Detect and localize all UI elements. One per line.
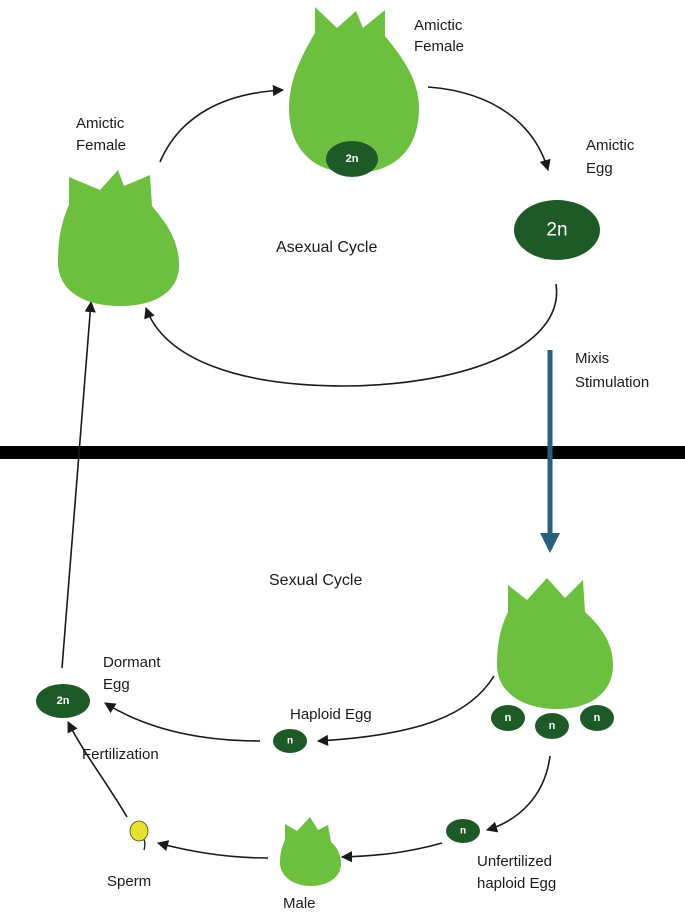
cycle-divider-bar [0,446,685,459]
dormant-egg-text-label: Dormant Egg [103,654,165,693]
haploid-egg-text-label: Haploid Egg [290,706,372,723]
amictic-egg-text-label: Amictic Egg [586,137,639,177]
haploid-egg-label: n [287,736,293,747]
arrow-dormant-egg-to-left-female [61,300,96,669]
mictic-haploid-egg-3 [580,705,614,731]
dormant-egg [36,684,90,718]
haploid-egg [273,729,307,753]
arrow-sperm-to-dormant-egg [67,721,128,818]
arrow-mictic-female-to-haploid-egg [316,675,495,746]
amictic-female-top-egg [326,141,378,177]
male-label: Male [283,895,316,912]
sperm-head [129,820,149,842]
amictic-female-left-label: Amictic Female [76,115,129,154]
asexual-cycle-label: Asexual Cycle [276,239,377,256]
amictic-egg-label: 2n [546,220,567,241]
amictic-female-top-egg-label: 2n [346,153,359,165]
mictic-haploid-egg-2 [535,713,569,739]
amictic-female-top-label: Amictic Female [414,17,467,55]
amictic-egg [514,200,600,260]
arrow-amictic-egg-to-left-female [144,283,558,387]
mictic-haploid-egg-3-label: n [594,712,601,724]
arrow-male-to-sperm [156,840,269,859]
unfertilized-haploid-egg-text-label: Unfertilized haploid Egg [477,853,556,892]
amictic-female-left-icon [58,170,179,306]
dormant-egg-label: 2n [57,695,70,707]
mictic-female-icon [497,578,613,709]
arrow-haploid-egg-to-dormant-egg [104,702,261,742]
mictic-haploid-egg-1 [491,705,525,731]
unfertilized-haploid-egg-label: n [460,826,466,837]
mictic-haploid-egg-1-label: n [505,712,512,724]
male-icon [280,817,341,886]
arrow-top-female-to-amictic-egg [427,86,551,172]
arrow-unfertilized-egg-to-male [340,842,443,863]
unfertilized-haploid-egg [446,819,480,843]
arrow-left-female-to-top-female [159,84,285,163]
fertilization-label: Fertilization [82,746,159,763]
mictic-haploid-egg-2-label: n [549,720,556,732]
sperm-label: Sperm [107,873,151,890]
mixis-stimulation-label: Mixis Stimulation [575,350,649,391]
sexual-cycle-label: Sexual Cycle [269,572,362,589]
amictic-female-top-icon [289,7,419,173]
arrow-mictic-female-to-unfertilized-egg [485,755,551,833]
